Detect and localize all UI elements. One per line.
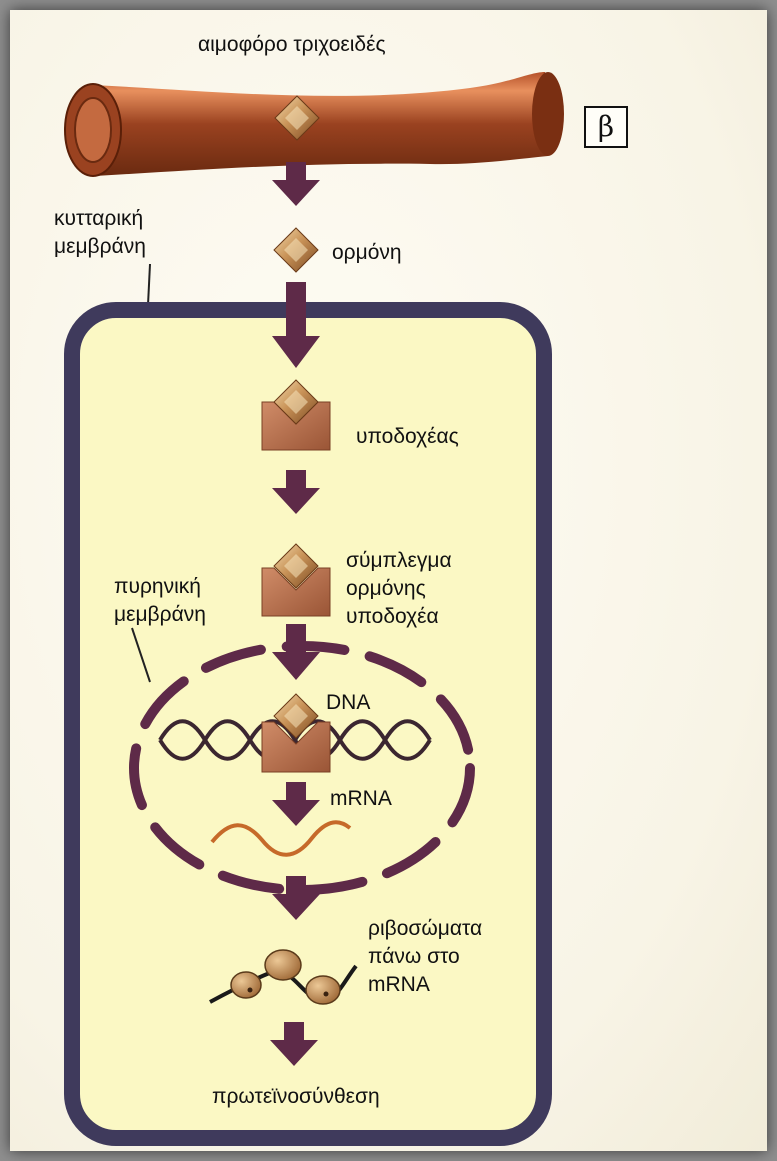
capillary-label: αιμοφόρο τριχοειδές <box>198 32 386 57</box>
complex-label-line2: ορμόνης <box>346 576 426 601</box>
blood-capillary <box>65 72 564 176</box>
arrow-capillary-to-hormone <box>272 162 320 206</box>
cell-membrane-label-line2: μεμβράνη <box>54 234 146 259</box>
mrna-label: mRNA <box>330 786 392 811</box>
cell-membrane-pointer <box>148 264 150 305</box>
ribosomes-label-line1: ριβοσώματα <box>368 916 482 941</box>
hormone-label: ορμόνη <box>332 240 402 265</box>
complex-label-line1: σύμπλεγμα <box>346 548 452 573</box>
cell-membrane-label-line1: κυτταρική <box>54 206 143 231</box>
complex-label-line3: υποδοχέα <box>346 604 439 629</box>
ribosomes-label-line3: mRNA <box>368 972 430 997</box>
nuclear-membrane-label-line1: πυρηνική <box>114 574 201 599</box>
protein-synthesis-label: πρωτεϊνοσύνθεση <box>212 1084 380 1109</box>
dna-label: DNA <box>326 690 370 715</box>
ribosomes-label-line2: πάνω στο <box>368 944 460 969</box>
hormone-icon <box>274 228 318 272</box>
panel-letter: β <box>598 113 614 141</box>
nuclear-membrane-label-line2: μεμβράνη <box>114 602 206 627</box>
panel-letter-box: β <box>584 106 628 148</box>
receptor-label: υποδοχέας <box>356 424 459 449</box>
